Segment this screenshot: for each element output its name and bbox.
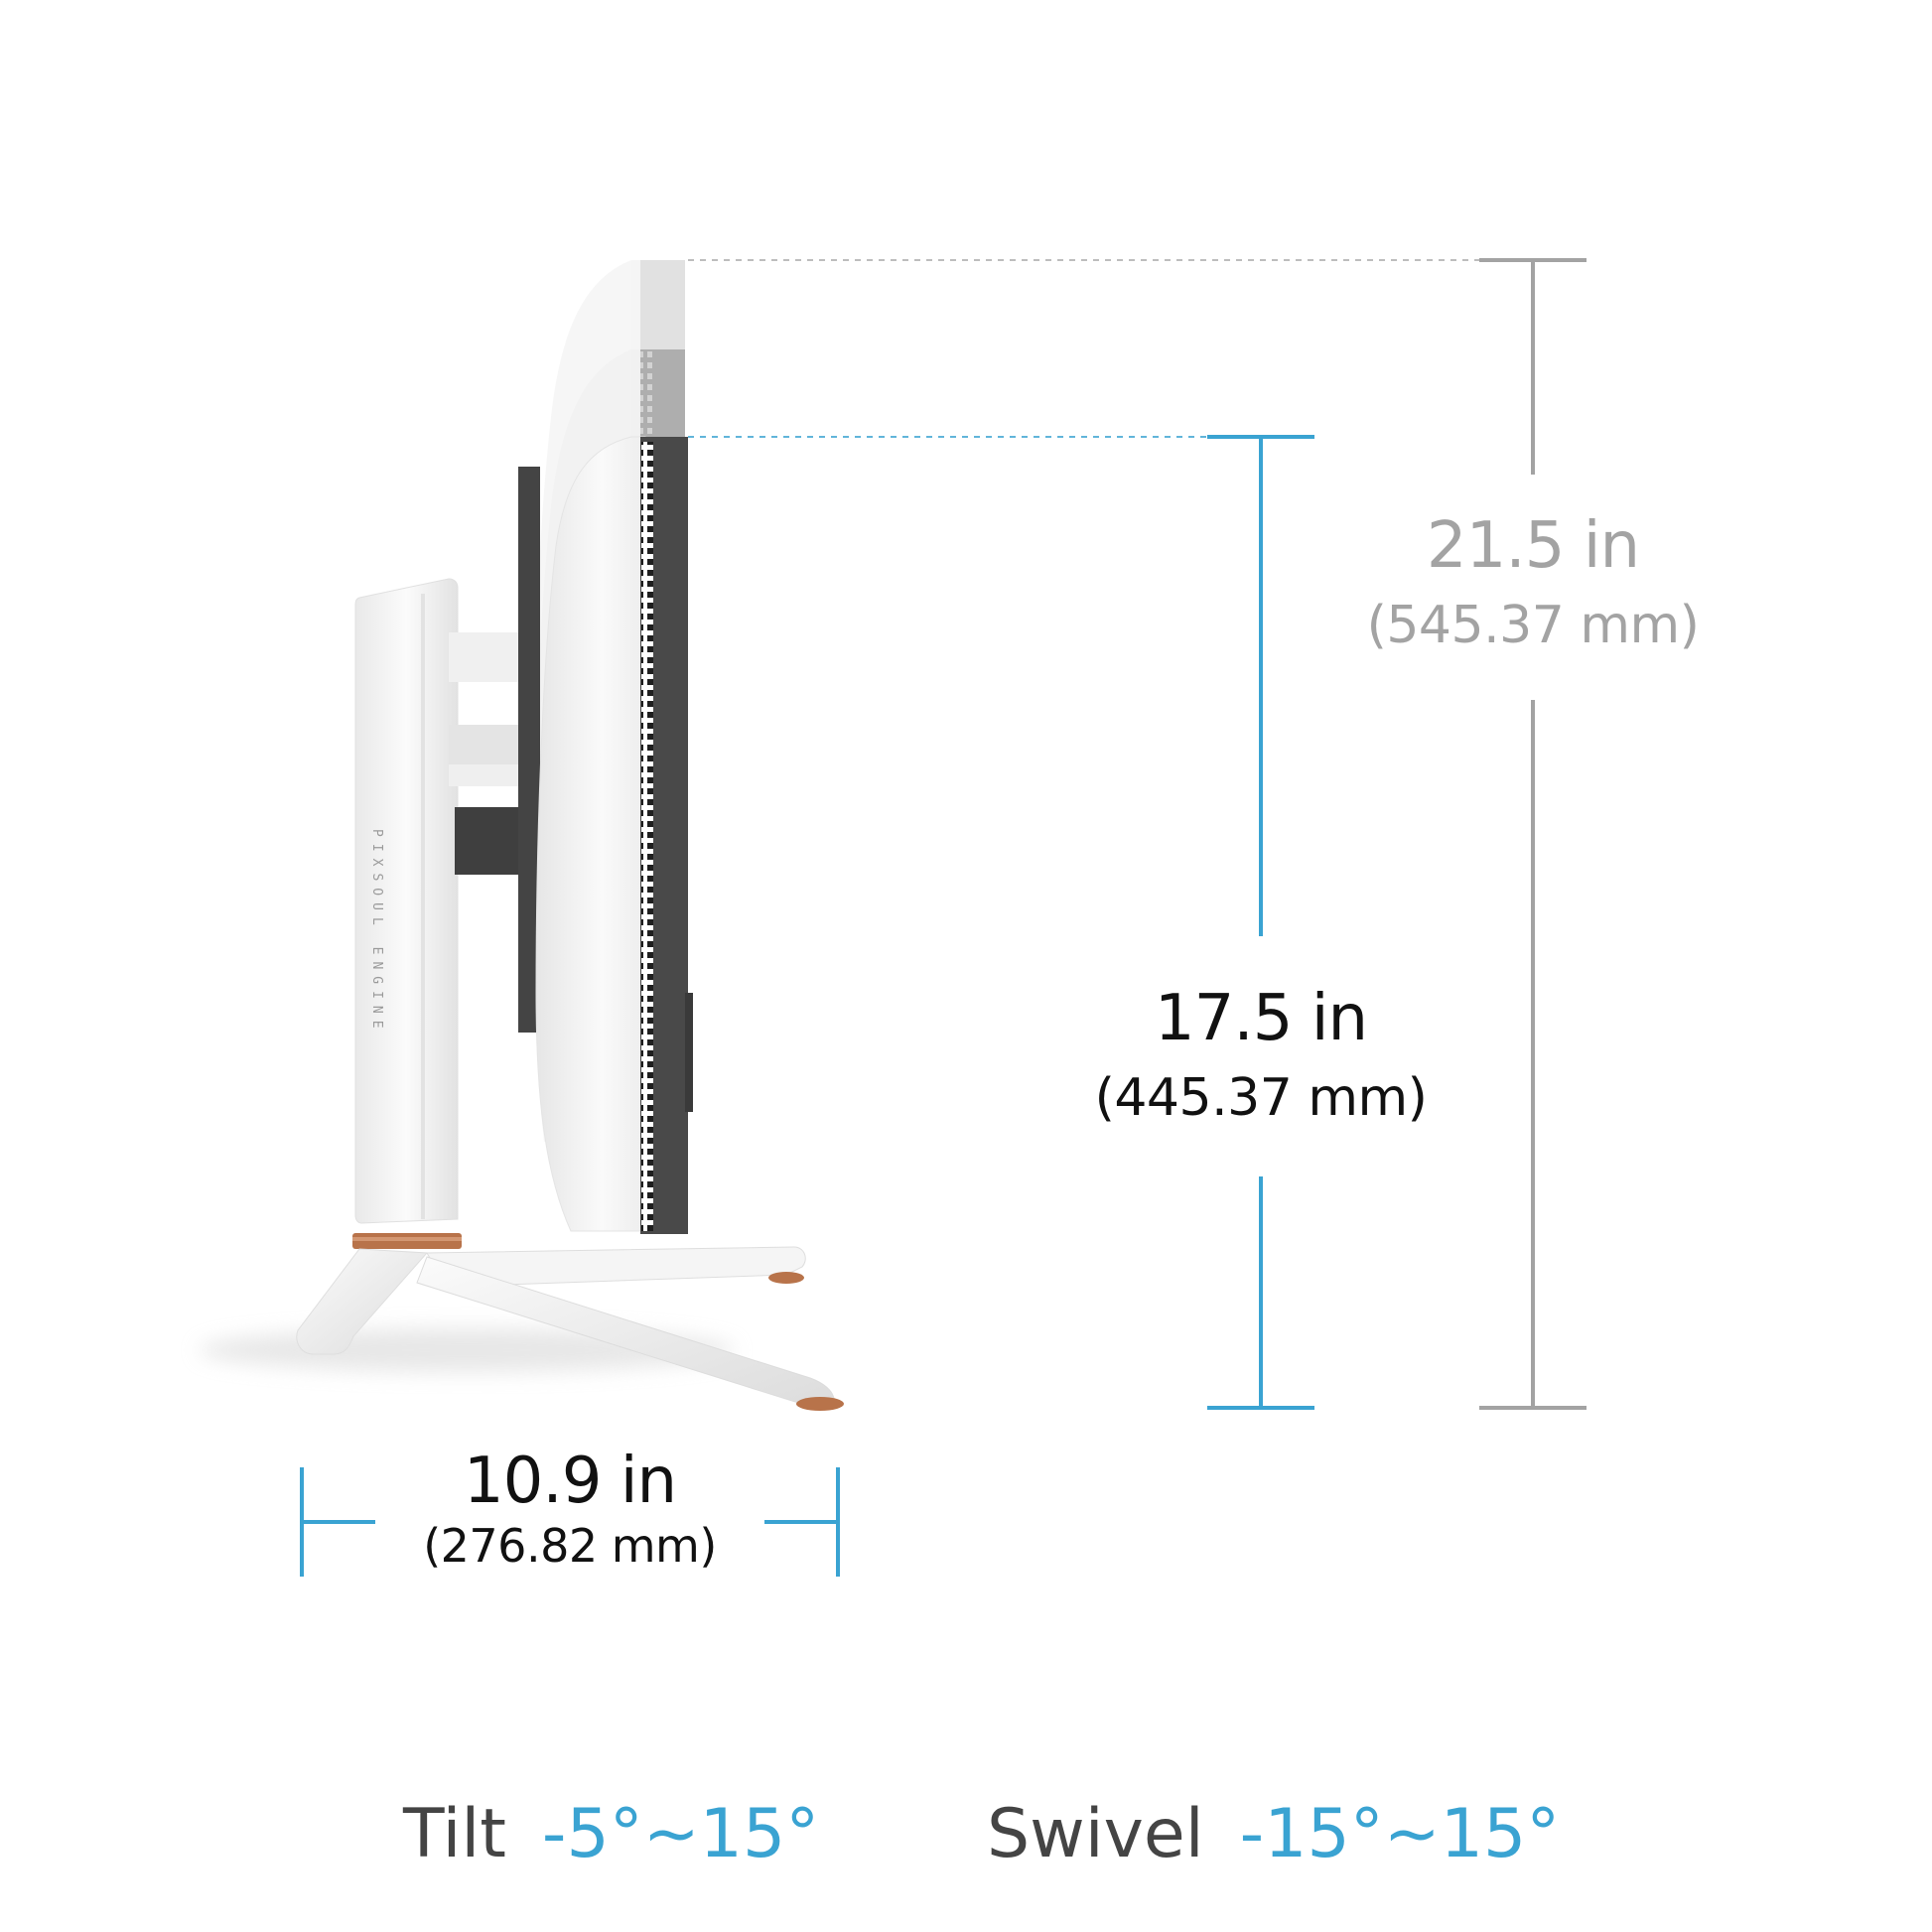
min-height-imperial: 17.5 in bbox=[1154, 982, 1368, 1055]
depth-imperial: 10.9 in bbox=[463, 1445, 677, 1518]
stand-engraving: PIXSOUL ENGINE bbox=[369, 829, 384, 1035]
copper-foot-front bbox=[796, 1397, 844, 1411]
base-leg-back bbox=[296, 1248, 429, 1355]
hinge-arm-lower bbox=[455, 807, 524, 875]
tilt-value: -5°~15° bbox=[541, 1795, 820, 1873]
tilt-spec: Tilt-5°~15° bbox=[403, 1801, 819, 1868]
adjustment-specs: Tilt-5°~15° Swivel-15°~15° bbox=[0, 1787, 1932, 1876]
swivel-label: Swivel bbox=[987, 1795, 1204, 1873]
min-height-metric: (445.37 mm) bbox=[1094, 1068, 1428, 1128]
stand-neck-seam bbox=[421, 594, 425, 1219]
copper-foot-right bbox=[768, 1272, 804, 1284]
max-height-metric: (545.37 mm) bbox=[1366, 596, 1700, 655]
depth-metric: (276.82 mm) bbox=[423, 1519, 717, 1573]
hinge-arm-mid bbox=[449, 764, 538, 786]
stand-neck bbox=[354, 578, 459, 1224]
monitor-body bbox=[535, 436, 646, 1232]
monitor-bezel-edge bbox=[685, 993, 693, 1112]
swivel-spec: Swivel-15°~15° bbox=[987, 1801, 1560, 1868]
swivel-value: -15°~15° bbox=[1239, 1795, 1561, 1873]
max-height-imperial: 21.5 in bbox=[1426, 509, 1640, 583]
tilt-label: Tilt bbox=[403, 1795, 506, 1873]
hinge-bracket bbox=[518, 467, 540, 1033]
